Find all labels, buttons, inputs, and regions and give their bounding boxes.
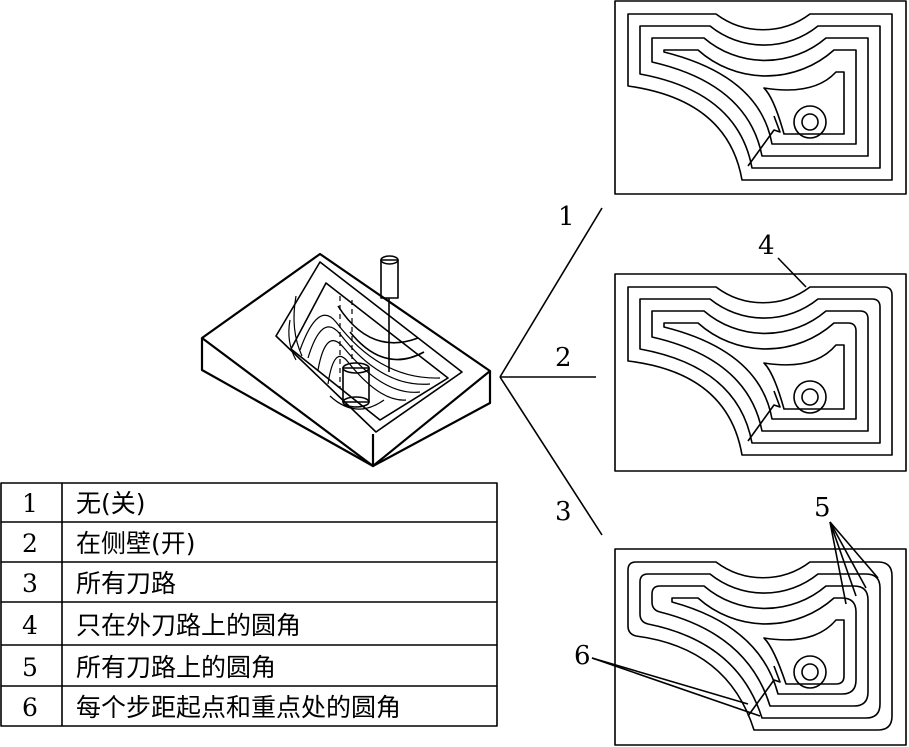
legend-row-1-num: 1: [22, 489, 38, 518]
branch-label-1: 1: [558, 202, 575, 232]
legend-row-4-text: 只在外刀路上的圆角: [76, 611, 301, 640]
marker-6-leaders: [591, 657, 761, 717]
legend-row-2-text: 在侧壁(开): [76, 529, 196, 558]
marker-label-5: 5: [814, 493, 831, 523]
marker-label-6: 6: [574, 641, 591, 671]
isometric-pocket-part: [200, 252, 492, 468]
marker-5-leaders: [829, 521, 879, 605]
legend-row-3-num: 3: [22, 569, 38, 598]
branch-label-3: 3: [555, 497, 572, 527]
legend-row-4-num: 4: [22, 611, 38, 640]
legend-row-6-text: 每个步距起点和重点处的圆角: [76, 693, 401, 722]
legend-row-5-text: 所有刀路上的圆角: [76, 653, 276, 682]
toolpath-panel-2: [614, 273, 907, 472]
legend-row-6-num: 6: [22, 693, 38, 722]
marker-label-4: 4: [758, 231, 775, 261]
legend-row-3-text: 所有刀路: [76, 569, 176, 598]
marker-4-leader: [777, 257, 807, 288]
legend-row-2-num: 2: [22, 529, 38, 558]
branch-lines: [499, 207, 603, 536]
legend-row-1-text: 无(关): [76, 489, 146, 518]
toolpath-panel-3: [614, 548, 907, 746]
legend-row-5-num: 5: [22, 653, 38, 682]
branch-label-2: 2: [555, 343, 572, 373]
toolpath-panel-1: [614, 0, 907, 195]
legend-table: 1 无(关) 2 在侧壁(开) 3 所有刀路 4 只在外刀路上的圆角 5 所有刀…: [0, 482, 498, 727]
